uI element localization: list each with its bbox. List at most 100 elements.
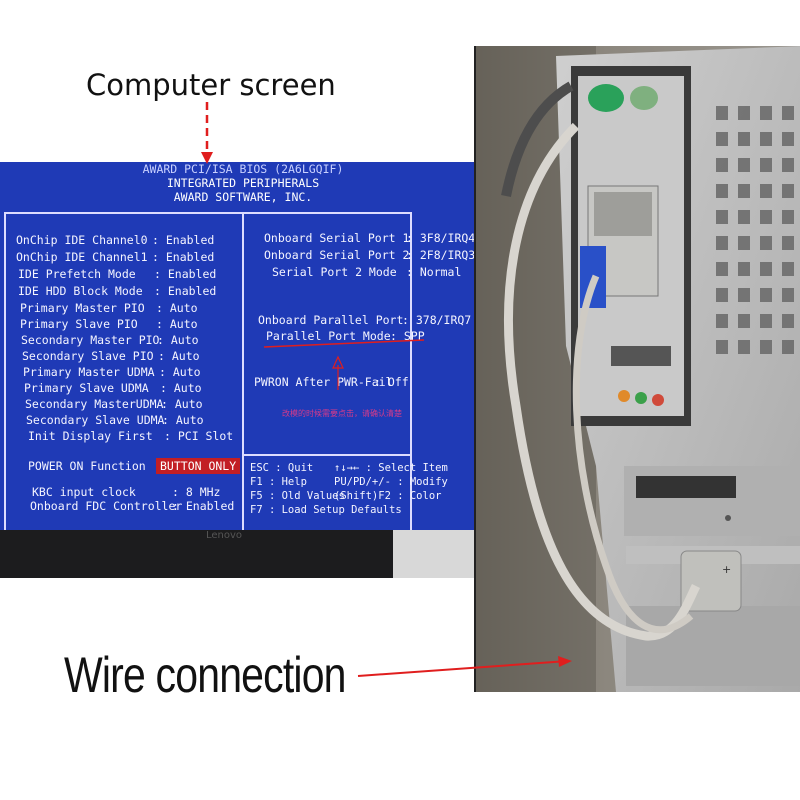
cable bbox=[572, 274, 694, 634]
bios-divider bbox=[244, 454, 412, 456]
help-key: PU/PD/+/- : Modify bbox=[334, 476, 448, 488]
setting-label: Secondary Master PIO bbox=[21, 333, 160, 347]
setting-value: : PCI Slot bbox=[164, 429, 234, 443]
bios-setting-row[interactable]: Onboard Parallel Port: 378/IRQ7 bbox=[258, 312, 471, 328]
setting-value: : 3F8/IRQ4 bbox=[406, 231, 476, 245]
bios-setting-row[interactable]: Primary Master UDMA : Auto bbox=[23, 364, 201, 380]
setting-label: Primary Master UDMA bbox=[23, 365, 155, 379]
ps2-mouse-port bbox=[588, 84, 624, 112]
audio-port-green bbox=[635, 392, 647, 404]
handwritten-annotation: 改模的时候需要点击，请确认清楚 bbox=[282, 409, 402, 418]
setting-value: : Enabled bbox=[152, 250, 215, 264]
bios-setting-row[interactable]: Secondary Master PIO: Auto bbox=[21, 332, 199, 348]
setting-label: KBC input clock bbox=[32, 485, 136, 499]
help-key: (Shift)F2 : Color bbox=[334, 490, 442, 502]
bios-setting-row-power-on[interactable]: POWER ON Function BUTTON ONLY bbox=[28, 458, 240, 474]
audio-port-orange bbox=[618, 390, 630, 402]
setting-value: : Auto bbox=[162, 413, 204, 427]
setting-value: : Enabled bbox=[172, 499, 235, 513]
power-on-selected-value[interactable]: BUTTON ONLY bbox=[156, 458, 240, 474]
setting-label: Primary Slave UDMA bbox=[24, 381, 149, 395]
help-key: F1 : Help bbox=[250, 476, 307, 488]
setting-value: : 2F8/IRQ3 bbox=[406, 248, 476, 262]
setting-value: : Auto bbox=[158, 349, 200, 363]
setting-label: Onboard Serial Port 1 bbox=[264, 231, 410, 245]
setting-value: : Auto bbox=[157, 333, 199, 347]
caption-wire-connection: Wire connection bbox=[64, 647, 346, 703]
svg-text:+: + bbox=[722, 563, 731, 576]
bios-screen: AWARD PCI/ISA BIOS (2A6LGQIF) INTEGRATED… bbox=[0, 162, 486, 532]
setting-label: IDE Prefetch Mode bbox=[18, 267, 136, 281]
help-key: F5 : Old Values bbox=[250, 490, 345, 502]
bios-header-line: INTEGRATED PERIPHERALS bbox=[166, 176, 320, 190]
bios-setting-row[interactable]: Primary Slave PIO : Auto bbox=[20, 316, 198, 332]
setting-label: IDE HDD Block Mode bbox=[18, 284, 143, 298]
setting-value: : Auto bbox=[159, 365, 201, 379]
bios-setting-row[interactable]: KBC input clock : 8 MHz bbox=[32, 484, 220, 500]
setting-label: Onboard Parallel Port bbox=[258, 313, 404, 327]
setting-value: : Auto bbox=[161, 397, 203, 411]
bios-setting-row[interactable]: Secondary Slave PIO : Auto bbox=[22, 348, 200, 364]
setting-value: : Enabled bbox=[154, 267, 217, 281]
monitor-photo: AWARD PCI/ISA BIOS (2A6LGQIF) INTEGRATED… bbox=[0, 162, 503, 578]
setting-value: : Off bbox=[374, 375, 409, 389]
vent-grid bbox=[716, 106, 794, 354]
help-key: ↑↓→← : Select Item bbox=[334, 462, 448, 474]
setting-label: Secondary Slave UDMA bbox=[26, 413, 165, 427]
setting-value: : Normal bbox=[406, 265, 462, 279]
setting-value: : Auto bbox=[156, 317, 198, 331]
setting-value: : Enabled bbox=[152, 233, 215, 247]
bios-setting-row[interactable]: OnChip IDE Channel0: Enabled bbox=[16, 232, 214, 248]
setting-label: Serial Port 2 Mode bbox=[272, 265, 397, 279]
setting-label: OnChip IDE Channel1 bbox=[16, 250, 148, 264]
bios-setting-row[interactable]: Primary Master PIO : Auto bbox=[20, 300, 198, 316]
setting-label: Onboard Serial Port 2 bbox=[264, 248, 410, 262]
bios-setting-row[interactable]: Onboard FDC Controller: Enabled bbox=[30, 498, 234, 514]
help-key: F7 : Load Setup Defaults bbox=[250, 504, 402, 516]
help-key: ESC : Quit bbox=[250, 462, 314, 474]
bios-setting-row[interactable]: IDE HDD Block Mode : Enabled bbox=[18, 283, 216, 299]
help-row: F7 : Load Setup Defaults bbox=[250, 504, 402, 517]
bios-setting-row[interactable]: Onboard Serial Port 1: 3F8/IRQ4 bbox=[264, 230, 475, 246]
setting-label: POWER ON Function bbox=[28, 459, 146, 473]
setting-label: PWRON After PWR-Fail bbox=[254, 375, 393, 389]
caption-computer-screen: Computer screen bbox=[86, 68, 336, 102]
setting-label: Onboard FDC Controller bbox=[30, 499, 183, 513]
bios-setting-row[interactable]: Primary Slave UDMA : Auto bbox=[24, 380, 202, 396]
audio-port-red bbox=[652, 394, 664, 406]
setting-value: : SPP bbox=[390, 329, 425, 343]
computer-case-illustration: + bbox=[476, 46, 800, 692]
help-row: F1 : Help PU/PD/+/- : Modify bbox=[250, 476, 448, 489]
setting-label: Init Display First bbox=[28, 429, 153, 443]
setting-value: : 8 MHz bbox=[172, 485, 221, 499]
monitor-bezel-bottom: Lenovo bbox=[0, 530, 503, 578]
setting-value: : Enabled bbox=[154, 284, 217, 298]
bios-setting-row[interactable]: IDE Prefetch Mode : Enabled bbox=[18, 266, 216, 282]
bios-setting-row[interactable]: OnChip IDE Channel1 : Enabled bbox=[16, 249, 214, 265]
bios-setting-row[interactable]: Serial Port 2 Mode : Normal bbox=[272, 264, 461, 280]
bios-setting-row[interactable]: Onboard Serial Port 2: 2F8/IRQ3 bbox=[264, 247, 475, 263]
help-row: ESC : Quit ↑↓→← : Select Item bbox=[250, 462, 448, 475]
setting-label: Secondary MasterUDMA bbox=[25, 397, 164, 411]
setting-label: Parallel Port Mode bbox=[266, 329, 391, 343]
setting-value: : Auto bbox=[156, 301, 198, 315]
bios-settings-frame: OnChip IDE Channel0: Enabled OnChip IDE … bbox=[4, 212, 475, 532]
setting-value: : 378/IRQ7 bbox=[402, 313, 472, 327]
bios-header-line: AWARD PCI/ISA BIOS (2A6LGQIF) bbox=[142, 162, 344, 176]
bios-divider bbox=[242, 214, 244, 530]
bios-setting-row[interactable]: Secondary Slave UDMA: Auto bbox=[26, 412, 204, 428]
setting-value: : Auto bbox=[160, 381, 202, 395]
computer-case-photo: + bbox=[474, 46, 800, 692]
usb-ports bbox=[611, 346, 671, 366]
ps2-port bbox=[630, 86, 658, 110]
bios-setting-row[interactable]: Parallel Port Mode: SPP bbox=[266, 328, 425, 344]
bios-setting-row[interactable]: PWRON After PWR-Fail: Off bbox=[254, 374, 409, 390]
setting-label: Secondary Slave PIO bbox=[22, 349, 154, 363]
bios-setting-row[interactable]: Init Display First : PCI Slot bbox=[28, 428, 233, 444]
setting-label: Primary Slave PIO bbox=[20, 317, 138, 331]
setting-label: Primary Master PIO bbox=[20, 301, 145, 315]
bios-setting-row[interactable]: Secondary MasterUDMA: Auto bbox=[25, 396, 203, 412]
bios-header-line: AWARD SOFTWARE, INC. bbox=[173, 190, 313, 204]
help-row: F5 : Old Values(Shift)F2 : Color bbox=[250, 490, 441, 503]
bios-header: AWARD PCI/ISA BIOS (2A6LGQIF) INTEGRATED… bbox=[0, 162, 486, 204]
